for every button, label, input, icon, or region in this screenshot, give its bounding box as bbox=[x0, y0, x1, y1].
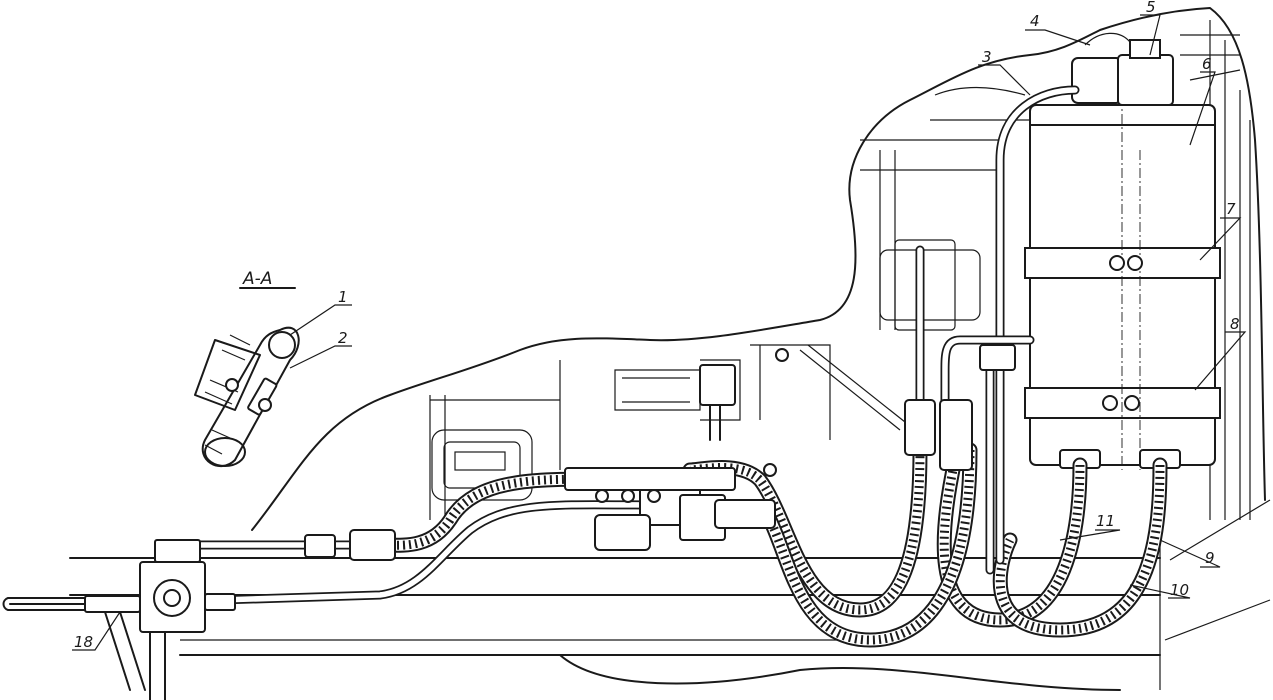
callout-18: 18 bbox=[74, 633, 93, 651]
callout-4: 4 bbox=[1030, 12, 1040, 30]
pipes bbox=[165, 85, 1080, 605]
section-a-a-detail bbox=[194, 287, 300, 467]
leader-lines bbox=[72, 14, 1247, 651]
callout-5: 5 bbox=[1146, 0, 1156, 16]
callout-2: 2 bbox=[338, 329, 348, 347]
valve-block-18 bbox=[2, 539, 236, 700]
fittings bbox=[304, 344, 1016, 561]
callout-7: 7 bbox=[1226, 200, 1236, 218]
callout-3: 3 bbox=[982, 48, 992, 66]
callout-10: 10 bbox=[1170, 581, 1189, 599]
hoses bbox=[372, 442, 1168, 648]
callout-11: 11 bbox=[1096, 512, 1115, 530]
section-label: А-А bbox=[242, 269, 272, 289]
callout-6: 6 bbox=[1202, 55, 1212, 73]
callout-1: 1 bbox=[338, 288, 348, 306]
callout-8: 8 bbox=[1230, 315, 1240, 333]
canister-6 bbox=[1024, 32, 1221, 470]
callout-9: 9 bbox=[1205, 549, 1215, 567]
